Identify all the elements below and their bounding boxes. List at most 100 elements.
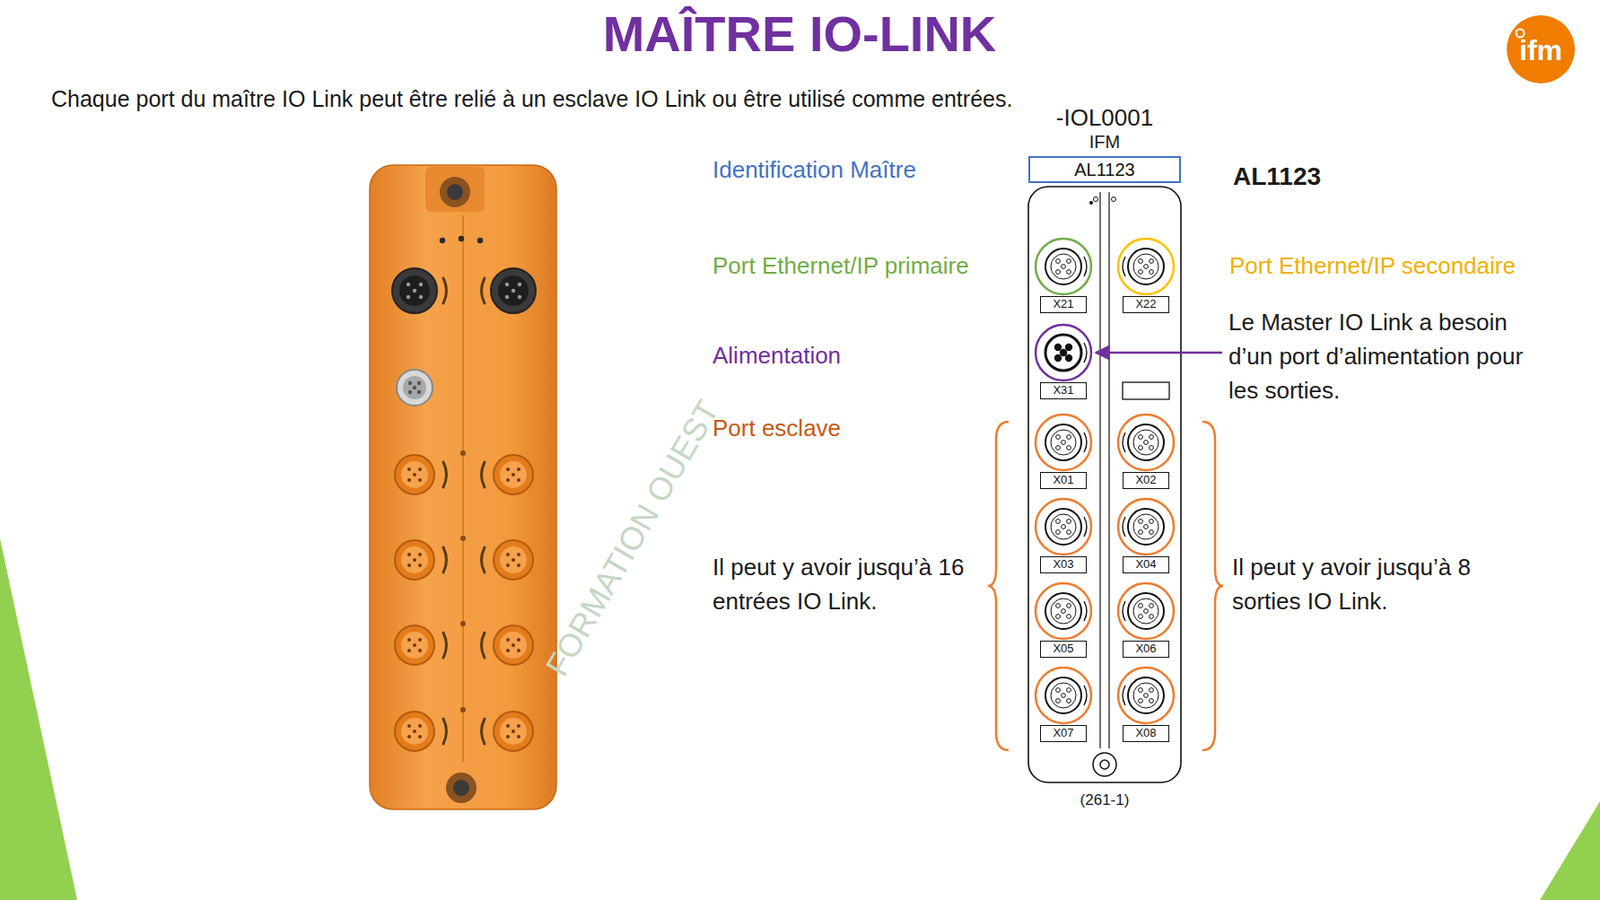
pin — [1066, 699, 1072, 704]
pin — [1061, 693, 1067, 699]
mount-hole — [1092, 752, 1117, 777]
connector-ring — [1133, 682, 1159, 709]
port-key-mark — [443, 462, 447, 488]
connector-key — [1122, 685, 1126, 706]
pin — [1144, 693, 1149, 699]
pin — [1065, 354, 1073, 362]
pin — [1066, 519, 1072, 525]
highlight-circle — [1118, 583, 1174, 639]
ifm-logo — [1506, 15, 1575, 84]
pin — [1149, 603, 1155, 609]
connector-key — [1122, 256, 1126, 277]
pin — [1144, 609, 1149, 614]
socket-inner — [498, 275, 529, 307]
pin — [1066, 614, 1072, 620]
pin — [1149, 530, 1155, 535]
power-socket — [396, 369, 433, 406]
highlight-circle — [1035, 583, 1092, 639]
port-tag: X04 — [1122, 556, 1170, 574]
port-tag: X22 — [1122, 296, 1170, 314]
pin — [419, 282, 423, 287]
pin — [1056, 688, 1061, 693]
corner-triangle — [1539, 801, 1600, 900]
pin — [1065, 343, 1073, 351]
port-name: X02 — [1135, 473, 1156, 487]
connector-key — [1084, 516, 1087, 537]
mount-hole-core — [446, 183, 464, 201]
connector-ring — [1050, 514, 1076, 540]
pin — [1061, 440, 1067, 446]
connector-key — [1084, 432, 1087, 453]
pin — [419, 295, 423, 299]
status-led — [458, 236, 464, 242]
port-key-mark — [443, 718, 447, 744]
pin — [407, 467, 411, 472]
connector-symbol — [1045, 334, 1082, 371]
io-socket — [493, 454, 534, 495]
port-tag: X05 — [1040, 640, 1087, 658]
pin — [1066, 270, 1072, 275]
port-name: X31 — [1052, 384, 1074, 397]
socket-inner — [401, 546, 429, 574]
pin — [1061, 609, 1067, 614]
pin — [1138, 435, 1144, 440]
port-name: X04 — [1135, 558, 1156, 571]
pin — [516, 552, 521, 557]
port-name: X01 — [1052, 473, 1074, 487]
pin — [1149, 688, 1155, 693]
io-socket — [493, 711, 534, 752]
leader-arrow — [1095, 351, 1223, 355]
model-code: AL1123 — [1074, 159, 1135, 180]
connector-key — [1084, 601, 1087, 621]
device-photo — [369, 165, 557, 810]
port-key-mark — [443, 278, 447, 304]
pin — [1144, 440, 1149, 446]
io-socket — [394, 711, 435, 752]
port-tag: X08 — [1122, 725, 1170, 743]
pin — [1056, 445, 1061, 451]
pin — [407, 724, 411, 728]
pin — [1066, 603, 1072, 609]
brand-logo: ifm — [1519, 33, 1563, 68]
pin — [505, 282, 509, 287]
pin — [1056, 603, 1061, 609]
port-name: X08 — [1135, 726, 1156, 740]
pin — [418, 724, 422, 728]
highlight-circle — [1118, 238, 1174, 295]
port-tag: X02 — [1122, 472, 1170, 490]
connector-symbol — [1127, 508, 1164, 545]
curly-brace — [1202, 421, 1224, 751]
pin — [516, 563, 521, 568]
corner-triangle — [0, 538, 78, 900]
pin — [412, 643, 417, 647]
connector-ring — [1050, 253, 1076, 280]
connector-symbol — [1127, 677, 1164, 714]
pin — [1138, 270, 1144, 275]
pin — [1056, 259, 1061, 264]
port-key-mark — [481, 462, 486, 488]
io-socket — [493, 540, 534, 580]
pin — [505, 295, 509, 299]
status-led — [460, 450, 466, 456]
pin — [1138, 259, 1144, 264]
pin — [1138, 530, 1144, 535]
connector-symbol — [1045, 677, 1082, 714]
pin — [1149, 270, 1155, 275]
port-key-mark — [443, 632, 447, 658]
connector-ring — [1133, 429, 1159, 455]
callout-label: Alimentation — [712, 341, 841, 370]
pin — [1056, 614, 1061, 620]
pin — [1138, 603, 1144, 609]
io-socket — [394, 454, 435, 495]
pin — [1066, 259, 1072, 264]
highlight-circle — [1035, 498, 1092, 555]
pin — [1056, 530, 1061, 535]
pin — [406, 282, 411, 287]
socket-inner — [499, 631, 527, 659]
pin — [412, 288, 417, 293]
pin — [407, 478, 411, 482]
pin — [1149, 435, 1155, 440]
connector-key — [1084, 256, 1087, 277]
mount-hole-core — [1100, 760, 1110, 770]
pin — [1066, 435, 1072, 440]
